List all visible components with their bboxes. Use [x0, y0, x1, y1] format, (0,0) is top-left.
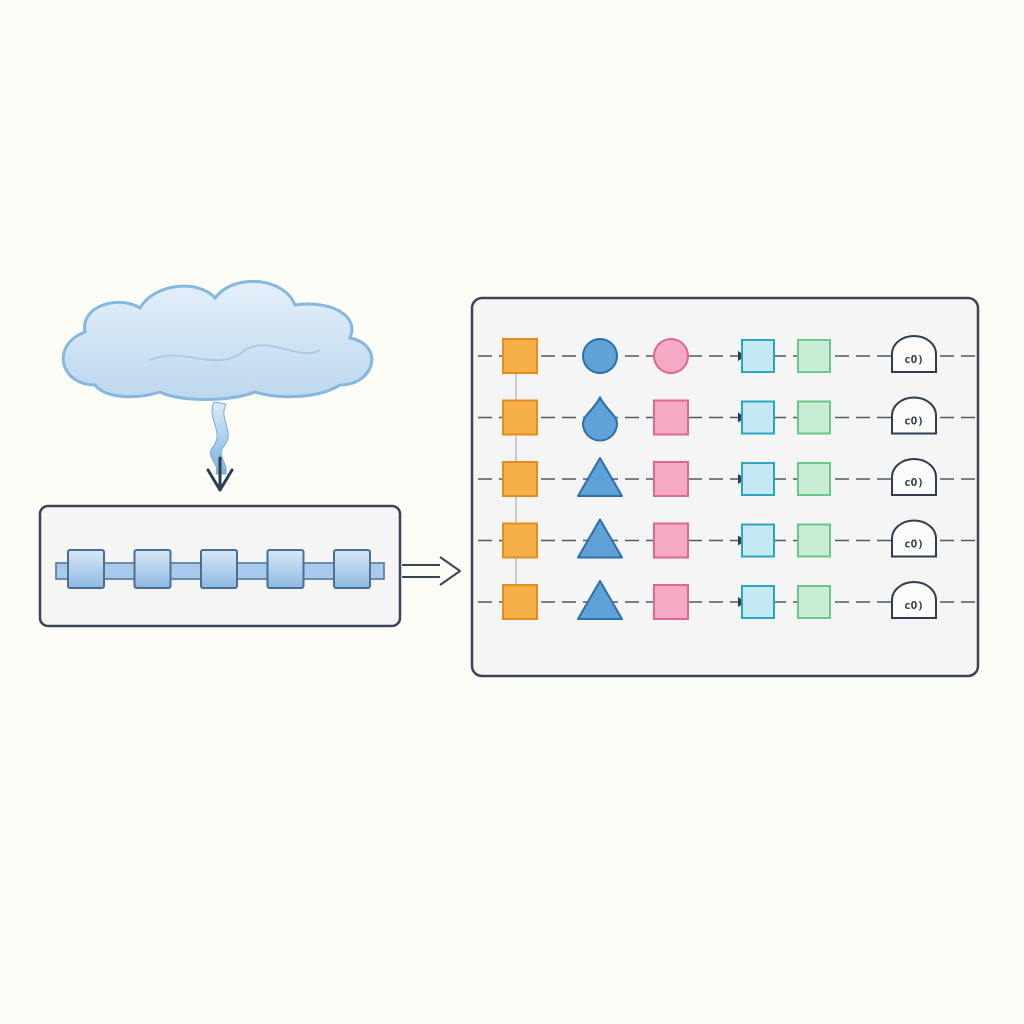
dome-icon	[891, 458, 937, 496]
dome-icon	[891, 335, 937, 373]
block-chain	[55, 549, 385, 589]
orange-square	[502, 399, 538, 436]
orange-square	[502, 584, 538, 620]
arrow-down-icon	[206, 401, 234, 492]
grid-panel: cO) cO) cO) cO) cO)	[470, 296, 980, 678]
dome-icon	[891, 519, 937, 558]
cyan-square	[741, 400, 775, 435]
chain-block	[133, 549, 172, 589]
blue-triangle	[577, 580, 623, 620]
dome-glyph: cO)	[904, 476, 924, 489]
blue-drop	[581, 395, 619, 442]
blue-triangle	[577, 518, 623, 559]
chain-block	[333, 549, 371, 589]
orange-square	[502, 522, 538, 559]
cyan-square	[741, 339, 775, 373]
shape-grid: cO) cO) cO) cO) cO)	[478, 335, 976, 620]
cyan-square	[741, 585, 775, 619]
pink-square	[653, 399, 689, 436]
blue-circle	[582, 338, 618, 374]
green-square	[797, 339, 831, 373]
grid-row: cO)	[478, 335, 976, 374]
blue-triangle	[577, 457, 623, 497]
green-square	[797, 523, 831, 558]
chain-block	[266, 549, 305, 589]
chain-block	[67, 549, 105, 589]
dome-glyph: cO)	[904, 353, 924, 366]
arrow-right-icon	[402, 556, 461, 586]
dome-glyph: cO)	[904, 599, 924, 612]
grid-row: cO)	[478, 580, 976, 620]
cloud-icon	[61, 279, 374, 401]
pink-square	[653, 461, 689, 497]
orange-square	[502, 461, 538, 497]
dome-icon	[891, 396, 937, 435]
green-square	[797, 400, 831, 435]
orange-square	[502, 338, 538, 374]
chain-block	[200, 549, 238, 589]
cyan-square	[741, 523, 775, 558]
green-square	[797, 585, 831, 619]
dome-glyph: cO)	[904, 538, 924, 551]
pipeline-box	[38, 504, 402, 628]
dome-icon	[891, 581, 937, 619]
dome-glyph: cO)	[904, 415, 924, 428]
cyan-square	[741, 462, 775, 496]
pink-circle	[653, 338, 689, 374]
pink-square	[653, 584, 689, 620]
grid-row: cO)	[478, 457, 976, 497]
grid-row: cO)	[478, 518, 976, 559]
grid-row: cO)	[478, 395, 976, 442]
pink-square	[653, 522, 689, 559]
green-square	[797, 462, 831, 496]
